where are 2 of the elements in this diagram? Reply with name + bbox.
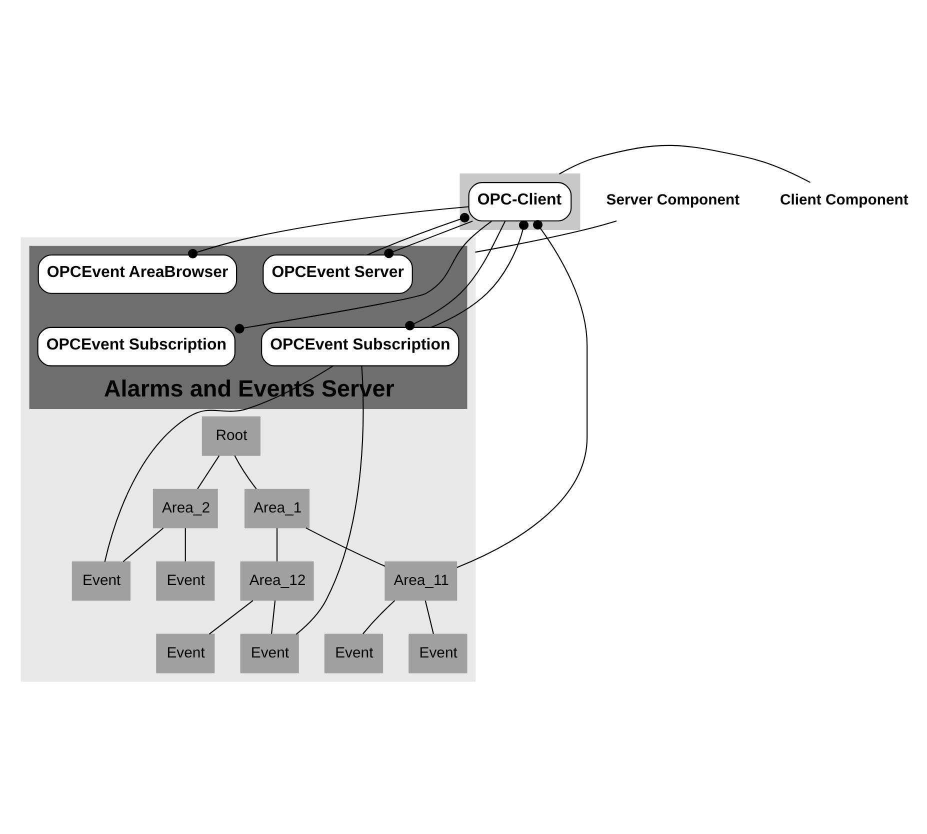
node-text: Client Component <box>780 192 908 208</box>
node-text: Server Component <box>606 192 740 208</box>
